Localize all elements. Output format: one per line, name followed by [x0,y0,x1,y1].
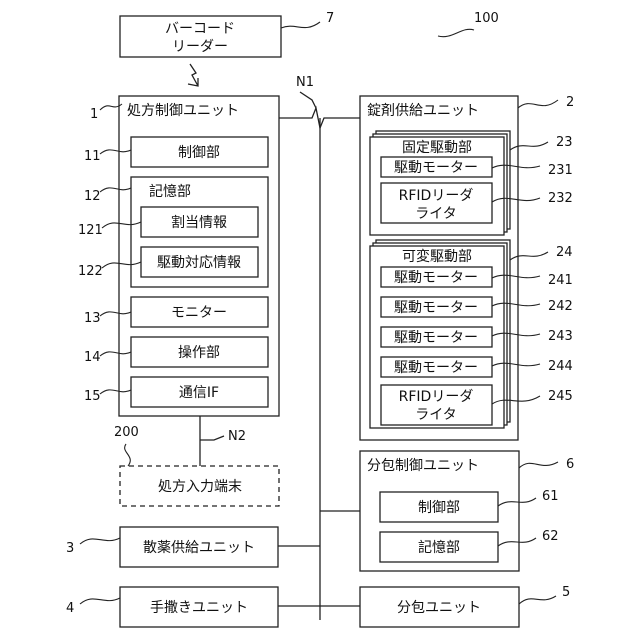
variable-motor-ref: 241 [548,273,573,288]
tablet-unit-ref: 2 [566,95,574,110]
terminal-ref: 200 [114,425,139,440]
variable-motor-label: 駆動モーター [394,270,478,286]
system-ref: 100 [474,11,499,26]
pack-storage-section-label: 記憶部 [418,539,460,556]
barcode-reader-ref: 7 [326,11,334,26]
prescription-control-unit: 処方制御ユニット 1 制御部 11 記憶部 12 割当情報 121 駆動対応情報… [78,96,279,416]
manual-unit-label: 手撒きユニット [150,600,248,616]
operation-section-ref: 14 [84,350,101,365]
fixed-drive-ref: 23 [556,135,573,150]
variable-motor-ref: 242 [548,299,573,314]
pack-control-ref: 6 [566,457,574,472]
storage-section-title: 記憶部 [149,183,191,200]
pack-control-section-ref: 61 [542,489,559,504]
fixed-rfid-label-line2: ライタ [415,206,456,222]
storage-section-ref: 12 [84,189,101,204]
powder-supply-unit: 散薬供給ユニット 3 [66,527,278,567]
fixed-motor-ref: 231 [548,163,573,178]
control-section-label: 制御部 [178,145,220,161]
monitor-ref: 13 [84,311,101,326]
variable-motor-ref: 244 [548,359,573,374]
manual-dispensing-unit: 手撒きユニット 4 [66,587,278,627]
network-label-n2: N2 [228,429,246,444]
n2-leader [200,436,224,440]
powder-supply-ref: 3 [66,541,74,556]
monitor-label: モニター [171,305,227,321]
packaging-control-unit: 分包制御ユニット 6 制御部 61 記憶部 62 [360,451,574,571]
assignment-info-ref: 121 [78,223,103,238]
variable-motor-label: 駆動モーター [394,360,478,376]
variable-motor-label: 駆動モーター [394,330,478,346]
manual-unit-ref: 4 [66,601,74,616]
variable-drive-title: 可変駆動部 [402,248,472,265]
pack-unit-ref: 5 [562,585,570,600]
prescription-unit-ref: 1 [90,107,98,122]
drive-mapping-info-ref: 122 [78,264,103,279]
fixed-motor-label: 駆動モーター [394,160,478,176]
assignment-info-label: 割当情報 [171,214,227,231]
variable-rfid-ref: 245 [548,389,573,404]
fixed-drive-title: 固定駆動部 [402,140,472,156]
barcode-ref-leader [281,22,320,28]
variable-motor-label: 駆動モーター [394,300,478,316]
packaging-unit: 分包ユニット 5 [360,585,570,627]
pack-storage-section-ref: 62 [542,529,559,544]
prescription-unit-title: 処方制御ユニット [127,103,239,119]
fixed-rfid-label-line1: RFIDリーダ [399,188,474,204]
drive-mapping-info-label: 駆動対応情報 [157,255,241,271]
fixed-rfid-ref: 232 [548,191,573,206]
tablet-supply-unit: 錠剤供給ユニット 2 固定駆動部 23 駆動モーター 231 RFIDリーダ ラ… [360,95,574,440]
pack-unit-label: 分包ユニット [397,600,481,616]
powder-supply-label: 散薬供給ユニット [143,540,255,556]
terminal-label: 処方入力端末 [158,479,242,495]
barcode-reader-label-line1: バーコード [165,21,235,37]
operation-section-label: 操作部 [178,345,220,361]
control-section-ref: 11 [84,149,101,164]
comm-if-label: 通信IF [179,385,219,401]
network-label-n1: N1 [296,75,314,90]
pack-control-section-label: 制御部 [418,500,460,516]
variable-drive-ref: 24 [556,245,573,260]
barcode-reader-label-line2: リーダー [172,39,228,55]
variable-rfid-label-line2: ライタ [415,407,456,423]
wireless-icon [188,64,198,86]
comm-if-ref: 15 [84,389,101,404]
barcode-reader-block: バーコード リーダー 7 [120,11,334,57]
n1-leader [300,92,316,108]
prescription-input-terminal: 処方入力端末 200 [114,425,279,506]
tablet-unit-title: 錠剤供給ユニット [367,103,479,119]
pack-control-title: 分包制御ユニット [367,458,479,474]
variable-rfid-label-line1: RFIDリーダ [399,389,474,405]
variable-motor-ref: 243 [548,329,573,344]
system-ref-leader [438,29,474,36]
